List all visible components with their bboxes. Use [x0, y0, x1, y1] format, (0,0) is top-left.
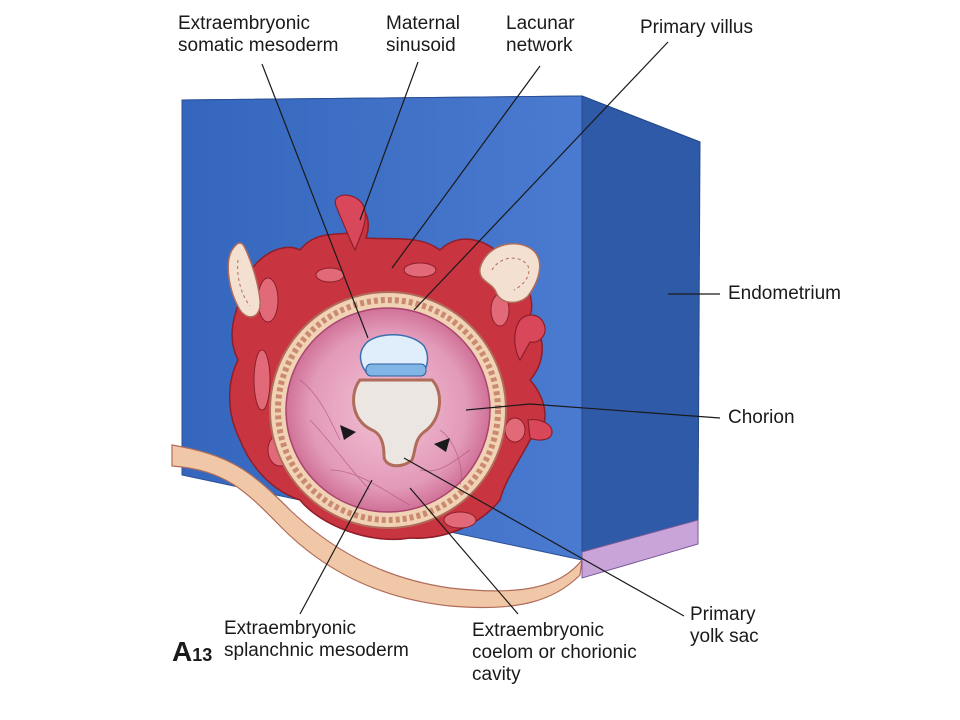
- label-line: Extraembryonic: [178, 13, 310, 34]
- label-primary-yolk-sac: Primary yolk sac: [690, 604, 759, 648]
- figure-tag: A13: [172, 636, 212, 668]
- label-line: somatic mesoderm: [178, 35, 339, 56]
- uterine-gland-right: [479, 243, 541, 304]
- label-extraembryonic-somatic-mesoderm: Extraembryonic somatic mesoderm: [178, 13, 339, 57]
- uterine-epithelium: [171, 444, 699, 609]
- label-lacunar-network: Lacunar network: [506, 13, 575, 57]
- label-maternal-sinusoid: Maternal sinusoid: [386, 13, 460, 57]
- endometrium-side-face: [581, 95, 701, 561]
- maternal-sinusoid: [334, 194, 366, 252]
- leader-lines: [261, 41, 721, 617]
- label-line: Lacunar: [506, 13, 575, 34]
- label-line: yolk sac: [690, 626, 759, 647]
- label-line: coelom or chorionic: [472, 642, 637, 663]
- label-line: sinusoid: [386, 35, 456, 56]
- label-line: splanchnic mesoderm: [224, 640, 409, 661]
- label-line: network: [506, 35, 573, 56]
- label-extraembryonic-coelom: Extraembryonic coelom or chorionic cavit…: [472, 620, 637, 686]
- primary-yolk-sac: [352, 378, 442, 468]
- label-endometrium: Endometrium: [728, 283, 841, 304]
- label-line: Primary: [690, 604, 756, 625]
- cavity-arrows: [340, 425, 450, 452]
- label-line: Maternal: [386, 13, 460, 34]
- label-primary-villus: Primary villus: [640, 17, 753, 38]
- label-line: Extraembryonic: [224, 618, 356, 639]
- figure-letter: A: [172, 636, 193, 667]
- label-line: Extraembryonic: [472, 620, 604, 641]
- label-extraembryonic-splanchnic-mesoderm: Extraembryonic splanchnic mesoderm: [224, 618, 409, 662]
- figure-number: 13: [192, 645, 213, 665]
- label-line: cavity: [472, 664, 521, 685]
- amnion: [359, 334, 429, 377]
- label-chorion: Chorion: [728, 407, 795, 428]
- uterine-gland-left: [227, 242, 261, 318]
- maternal-vessel-right: [514, 314, 553, 441]
